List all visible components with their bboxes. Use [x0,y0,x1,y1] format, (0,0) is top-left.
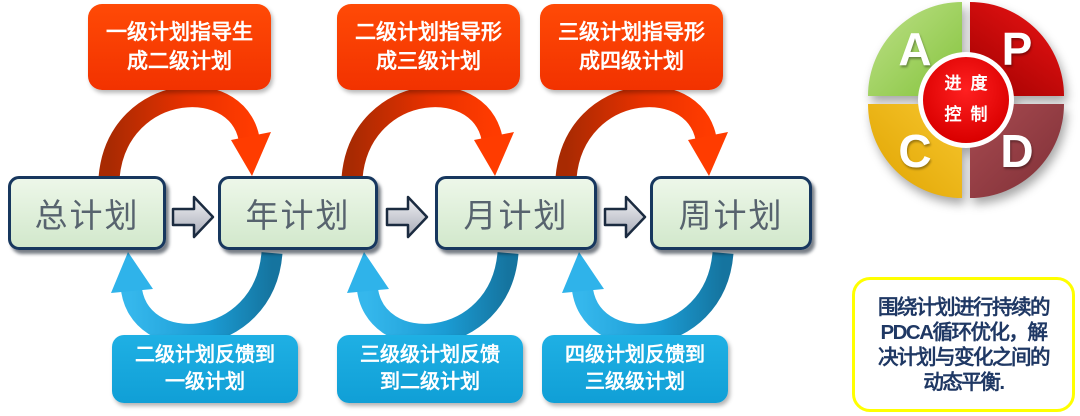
pdca-letter: D [1000,125,1034,177]
plan-box-label: 年计划 [245,197,351,234]
guide-box: 一级计划指导生 成二级计划 [88,4,271,90]
progress-control-circle: 进度 控制 [918,52,1014,148]
right-block-arrow-icon [171,195,215,239]
red-arc-arrow-icon [98,88,271,178]
guide-box: 三级计划指导形 成四级计划 [540,4,723,90]
plan-box-week: 周计划 [650,176,812,250]
right-block-arrow-icon [603,195,647,239]
pdca-letter: C [898,125,932,177]
pdca-quadrant-act: A [868,2,962,96]
plan-box-label: 总计划 [34,197,140,234]
plan-box-year: 年计划 [218,176,378,250]
pdca-note-box: 围绕计划进行持续的 PDCA循环优化，解 决计划与变化之间的 动态平衡. [852,277,1075,412]
pdca-letter: P [1001,23,1033,75]
red-arc-arrow-icon [341,88,514,178]
feedback-box: 二级计划反馈到 一级计划 [112,335,298,403]
guide-box-label: 二级计划指导形 成三级计划 [355,20,502,73]
pdca-note-text: 围绕计划进行持续的 PDCA循环优化，解 决计划与变化之间的 动态平衡. [878,295,1051,394]
right-block-arrow-icon [385,195,429,239]
guide-box: 二级计划指导形 成三级计划 [337,4,520,90]
pdca-letter: A [898,23,932,75]
guide-box-label: 三级计划指导形 成四级计划 [558,20,705,73]
guide-box-label: 一级计划指导生 成二级计划 [106,20,253,73]
plan-box-label: 周计划 [678,197,784,234]
feedback-box: 四级计划反馈到 三级级计划 [542,335,728,403]
plan-box-label: 月计划 [463,197,569,234]
feedback-box-label: 三级级计划反馈 到二级计划 [360,344,500,393]
feedback-box-label: 二级计划反馈到 一级计划 [135,344,275,393]
plan-box-month: 月计划 [435,176,597,250]
blue-arc-arrow-icon [562,251,734,341]
red-arc-arrow-icon [555,88,728,178]
blue-arc-arrow-icon [111,251,283,341]
pdca-center-label: 进度 控制 [944,74,997,125]
plan-box-total: 总计划 [8,176,166,250]
feedback-box-label: 四级计划反馈到 三级级计划 [565,344,705,393]
feedback-box: 三级级计划反馈 到二级计划 [337,335,523,403]
blue-arc-arrow-icon [347,251,519,341]
pdca-cycle: A P C D 进度 控制 [868,2,1064,198]
